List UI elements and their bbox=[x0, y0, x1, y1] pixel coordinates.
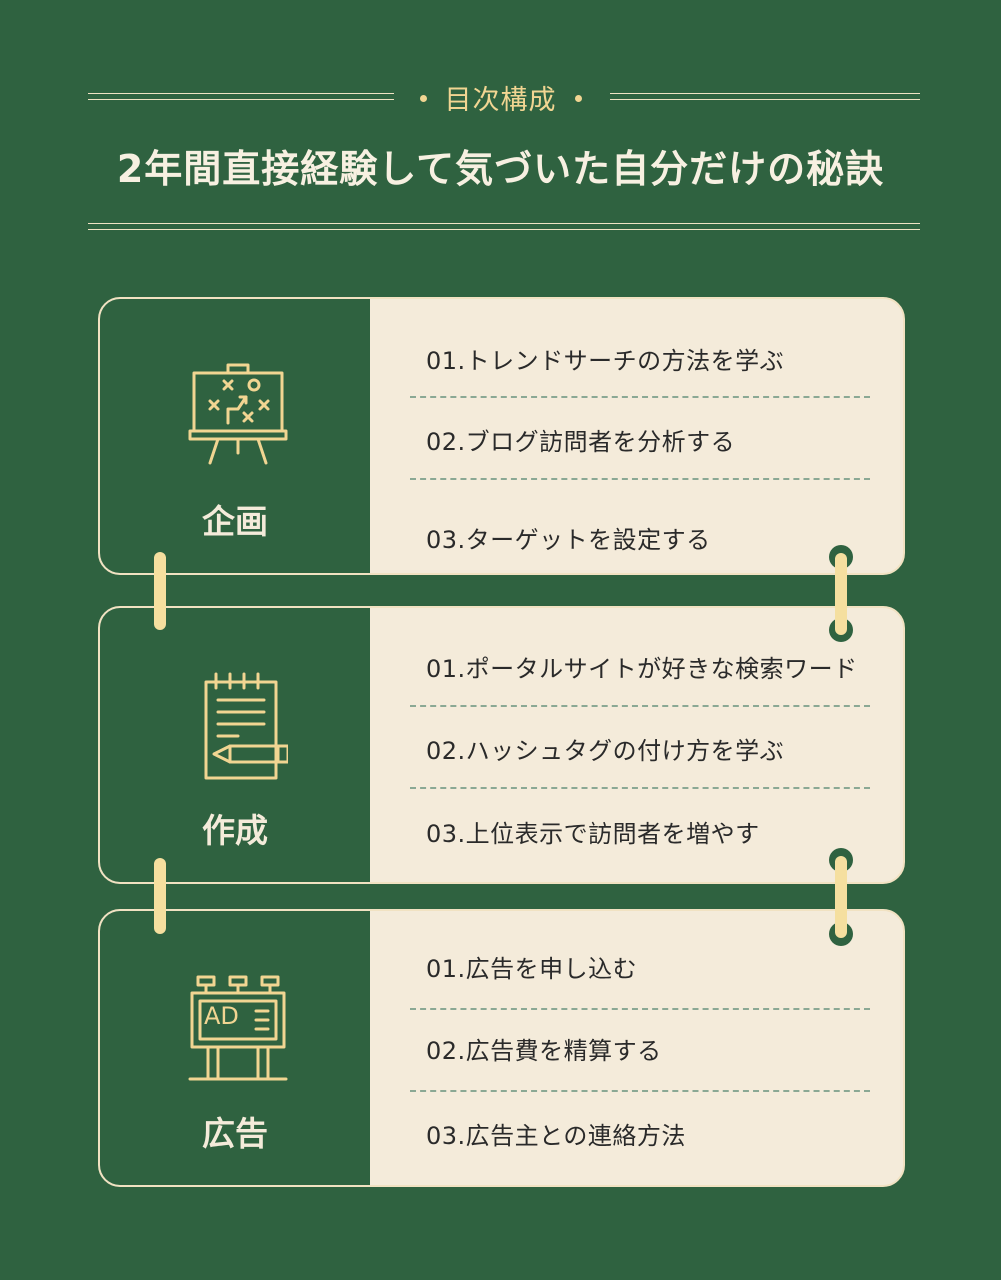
list-item: 03.上位表示で訪問者を増やす bbox=[426, 820, 760, 848]
list-item: 02.ハッシュタグの付け方を学ぶ bbox=[426, 737, 785, 765]
page-title: 2年間直接経験して気づいた自分だけの秘訣 bbox=[116, 147, 885, 191]
section-card-advertising: AD 広告 01.広告を申し込む 02.広告費を精算する 03.広告主との連絡方… bbox=[98, 909, 905, 1187]
category-label: 企画 bbox=[202, 502, 268, 541]
category-label: 作成 bbox=[202, 811, 268, 850]
title-rule-top bbox=[88, 223, 920, 224]
section-card-creation: 作成 01.ポータルサイトが好きな検索ワード 02.ハッシュタグの付け方を学ぶ … bbox=[98, 606, 905, 884]
list-item: 02.広告費を精算する bbox=[426, 1037, 662, 1065]
list-item: 01.トレンドサーチの方法を学ぶ bbox=[426, 347, 785, 375]
divider bbox=[410, 787, 870, 789]
header-rule-right-bottom bbox=[610, 99, 920, 100]
section-card-planning: 企画 01.トレンドサーチの方法を学ぶ 02.ブログ訪問者を分析する 03.ター… bbox=[98, 297, 905, 575]
list-item: 01.広告を申し込む bbox=[426, 955, 638, 983]
divider bbox=[410, 396, 870, 398]
bullet-dot-icon bbox=[419, 95, 427, 102]
bullet-dot-icon bbox=[574, 95, 582, 102]
eyebrow-label: 目次構成 bbox=[444, 85, 557, 116]
divider bbox=[410, 705, 870, 707]
list-item: 01.ポータルサイトが好きな検索ワード bbox=[426, 655, 858, 683]
divider bbox=[410, 1008, 870, 1010]
header-rule-left-top bbox=[88, 93, 394, 94]
binder-ring-peg bbox=[835, 856, 847, 938]
card-left-panel bbox=[100, 299, 370, 573]
list-item: 02.ブログ訪問者を分析する bbox=[426, 428, 736, 456]
section-eyebrow: 目次構成 bbox=[0, 78, 1001, 117]
binder-ring-peg bbox=[835, 553, 847, 635]
billboard-ad-icon bbox=[188, 975, 288, 1081]
connector-peg-left bbox=[154, 858, 166, 934]
connector-peg-left bbox=[154, 552, 166, 630]
strategy-board-icon bbox=[188, 363, 288, 465]
category-label: 広告 bbox=[202, 1114, 268, 1153]
divider bbox=[410, 478, 870, 480]
header-rule-left-bottom bbox=[88, 99, 394, 100]
divider bbox=[410, 1090, 870, 1092]
header-rule-right-top bbox=[610, 93, 920, 94]
notepad-pencil-icon bbox=[204, 672, 288, 780]
title-rule-bottom bbox=[88, 229, 920, 230]
billboard-ad-text: AD bbox=[204, 1002, 239, 1030]
list-item: 03.広告主との連絡方法 bbox=[426, 1122, 686, 1150]
list-item: 03.ターゲットを設定する bbox=[426, 526, 711, 554]
